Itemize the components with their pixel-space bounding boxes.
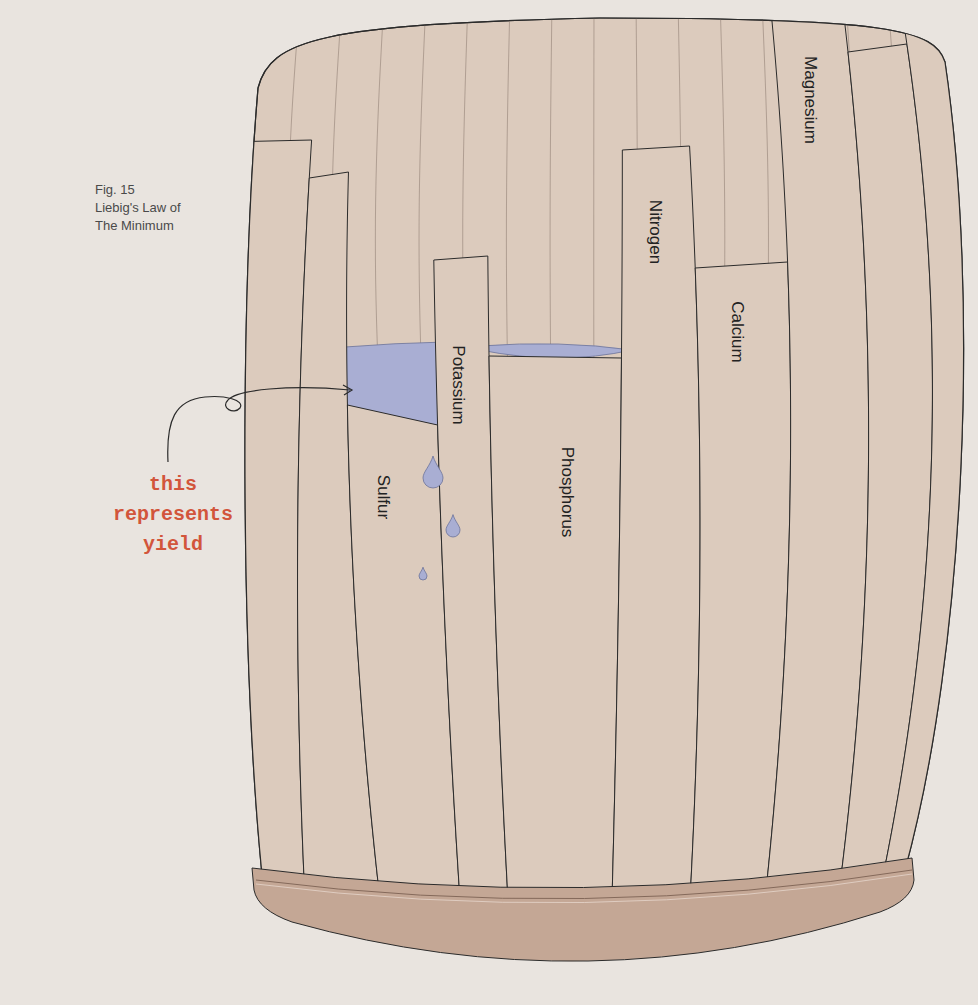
stave-label: Sulfur — [375, 475, 392, 519]
stave-label: Nitrogen — [647, 200, 664, 264]
leader-line — [168, 388, 350, 462]
base-highlight — [256, 874, 912, 903]
leader-arrowhead — [343, 385, 352, 395]
barrel-base — [252, 858, 914, 961]
stave-label: Phosphorus — [559, 447, 576, 538]
barrel-stave — [100, 140, 312, 960]
figure-caption: Liebig's Law of The Minimum — [95, 199, 187, 235]
barrel-outline — [245, 18, 964, 875]
stave-label: Potassium — [450, 345, 467, 424]
barrel-stave — [610, 146, 700, 960]
water-drops — [419, 456, 460, 580]
stave-label: Magnesium — [802, 56, 819, 144]
barrel-stave — [489, 356, 621, 960]
water-drop — [419, 567, 427, 580]
water-drop — [446, 515, 460, 537]
water-drop — [423, 456, 443, 488]
figure-number: Fig. 15 — [95, 181, 135, 199]
barrel-stave — [864, 0, 978, 960]
handwritten-note: this represents yield — [110, 470, 236, 560]
stave-label: Calcium — [729, 301, 746, 362]
front-staves — [100, 0, 978, 960]
